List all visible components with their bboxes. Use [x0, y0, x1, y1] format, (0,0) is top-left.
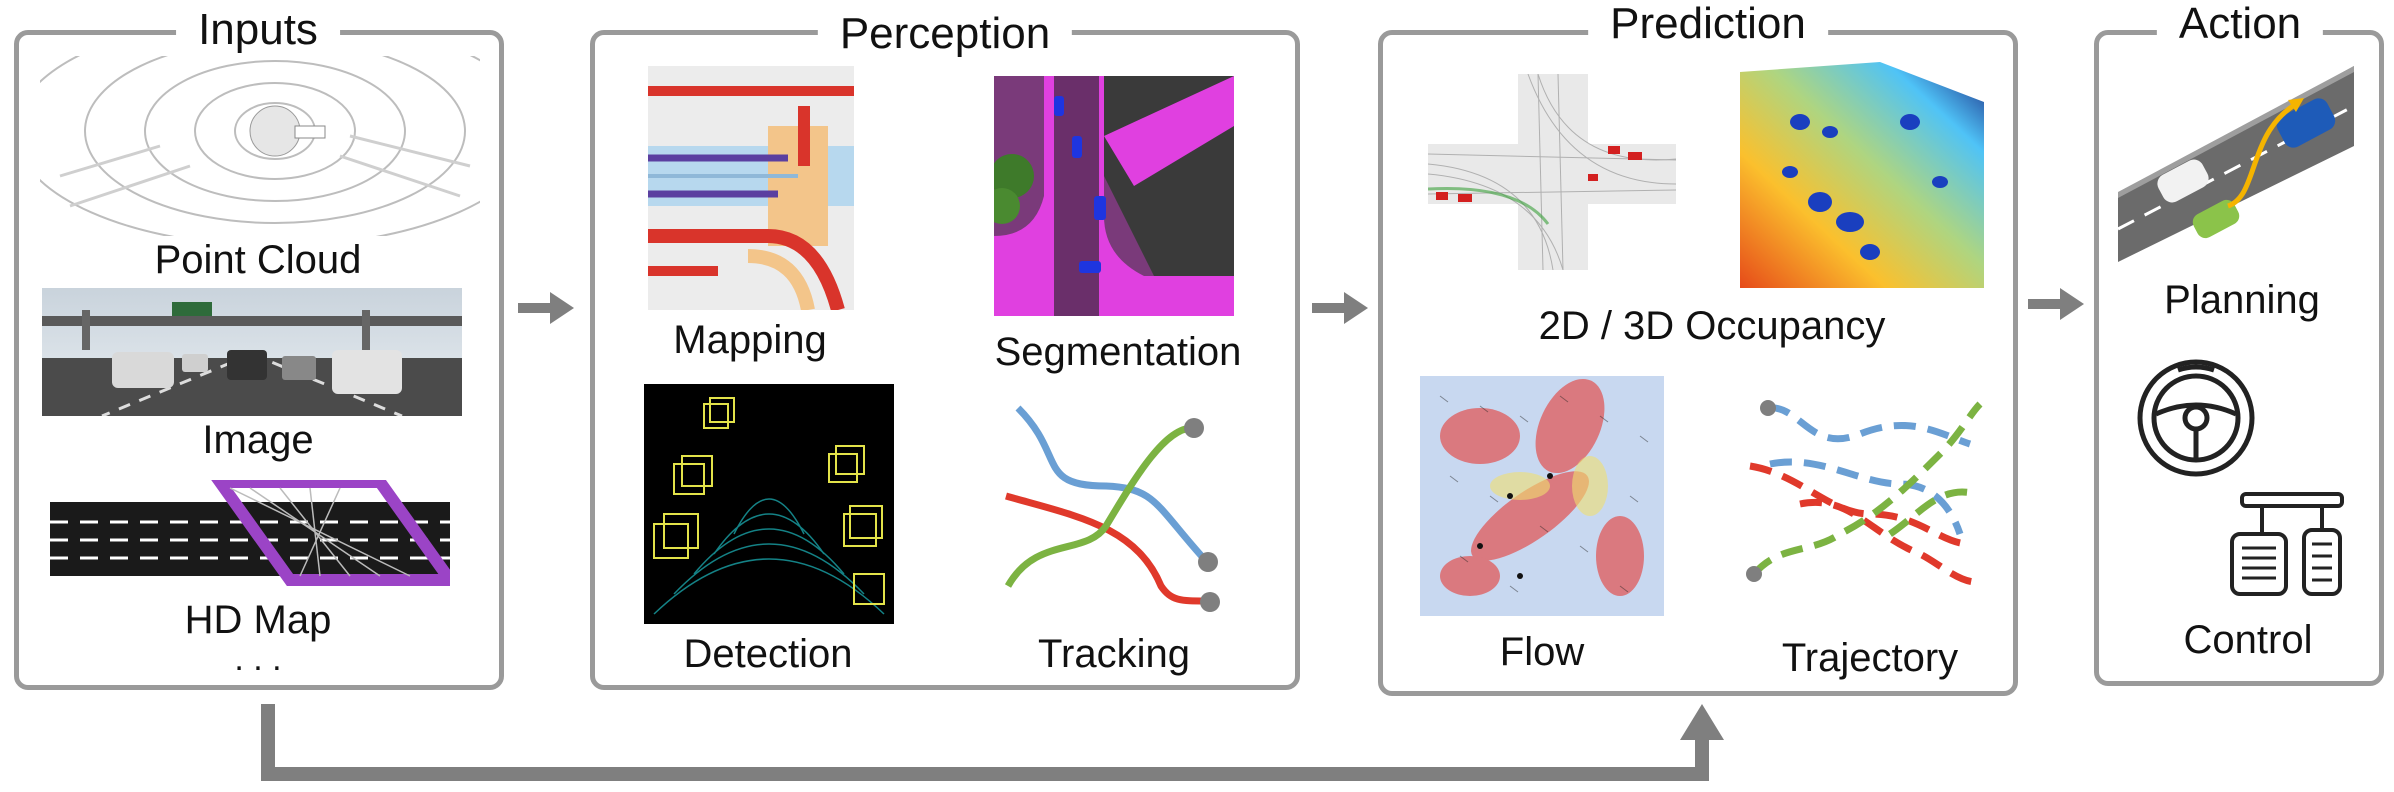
label-point-cloud: Point Cloud: [154, 238, 362, 282]
occupancy-3d-figure: [1740, 62, 1984, 288]
steering-wheel-icon: [2137, 359, 2255, 477]
label-detection: Detection: [683, 632, 853, 676]
action-title: Action: [2156, 0, 2324, 52]
segmentation-figure: [994, 76, 1234, 316]
label-tracking: Tracking: [1038, 632, 1190, 676]
tracking-figure: [1004, 405, 1220, 612]
prediction-title: Prediction: [1588, 0, 1828, 52]
pedals-icon: [2230, 492, 2344, 596]
label-hd-map: HD Map: [184, 598, 332, 642]
label-flow: Flow: [1499, 630, 1585, 674]
label-more-inputs: . . .: [234, 640, 282, 678]
point-cloud-icon: [40, 56, 480, 236]
arrow-prediction-to-action: [2028, 288, 2084, 320]
trajectory-figure: [1746, 400, 1983, 586]
planning-figure: [2118, 66, 2354, 262]
flow-figure: [1420, 376, 1664, 616]
hd-map-icon: [50, 480, 450, 598]
occupancy-2d-figure: [1428, 74, 1676, 270]
label-segmentation: Segmentation: [994, 330, 1242, 374]
label-control: Control: [2183, 618, 2313, 662]
label-planning: Planning: [2164, 278, 2320, 322]
label-trajectory: Trajectory: [1781, 636, 1959, 680]
label-mapping: Mapping: [673, 318, 827, 362]
arrow-inputs-to-perception: [518, 292, 574, 324]
arrow-perception-to-prediction: [1312, 292, 1368, 324]
perception-title: Perception: [817, 6, 1073, 62]
label-image: Image: [202, 418, 314, 462]
mapping-figure: [648, 66, 854, 310]
detection-figure: [644, 384, 894, 624]
inputs-title: Inputs: [176, 2, 340, 58]
road-image-icon: [42, 288, 462, 416]
label-occupancy: 2D / 3D Occupancy: [1538, 304, 1886, 348]
